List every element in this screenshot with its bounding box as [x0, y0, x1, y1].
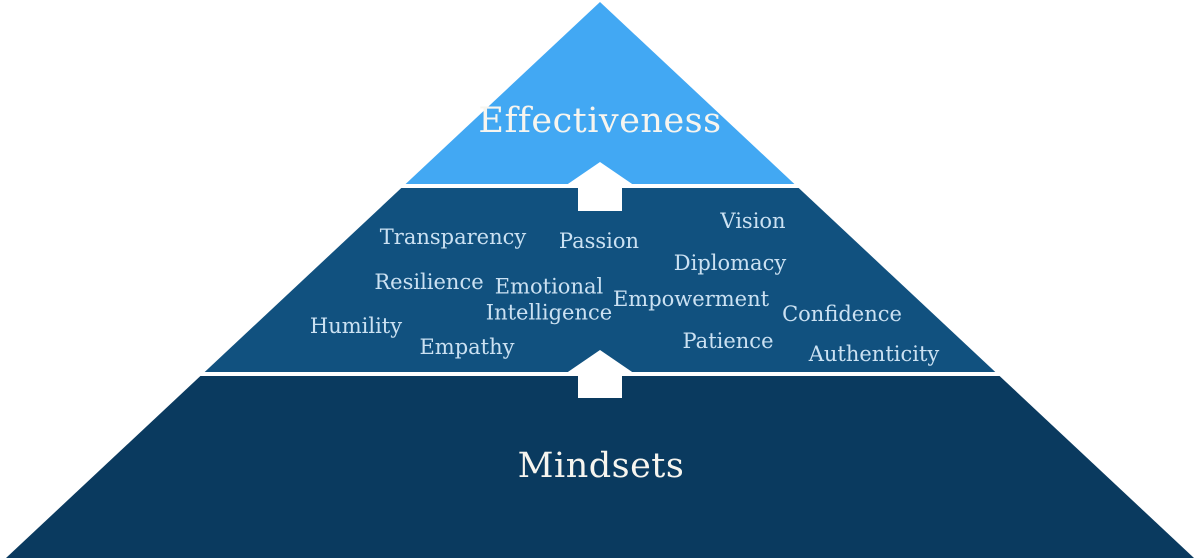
- trait-passion: Passion: [558, 229, 640, 253]
- tier-top-label: Effectiveness: [478, 101, 722, 141]
- tier-bottom-label: Mindsets: [517, 446, 685, 486]
- trait-resilience: Resilience: [374, 270, 484, 294]
- trait-diplomacy: Diplomacy: [673, 251, 787, 275]
- trait-emotional-intelligence: Emotional Intelligence: [485, 274, 613, 324]
- up-arrow-icon-top: [562, 162, 638, 211]
- tier-middle-shape: [204, 188, 996, 372]
- trait-humility: Humility: [309, 314, 403, 338]
- trait-confidence: Confidence: [782, 302, 902, 326]
- tier-bottom-shape: [6, 376, 1194, 558]
- up-arrow-icon-bottom: [562, 350, 638, 398]
- trait-vision: Vision: [720, 209, 786, 233]
- trait-authenticity: Authenticity: [808, 342, 940, 366]
- trait-transparency: Transparency: [379, 225, 527, 249]
- trait-patience: Patience: [682, 329, 774, 353]
- tier-top-shape: [405, 2, 795, 184]
- trait-empowerment: Empowerment: [612, 287, 770, 311]
- trait-empathy: Empathy: [419, 335, 515, 359]
